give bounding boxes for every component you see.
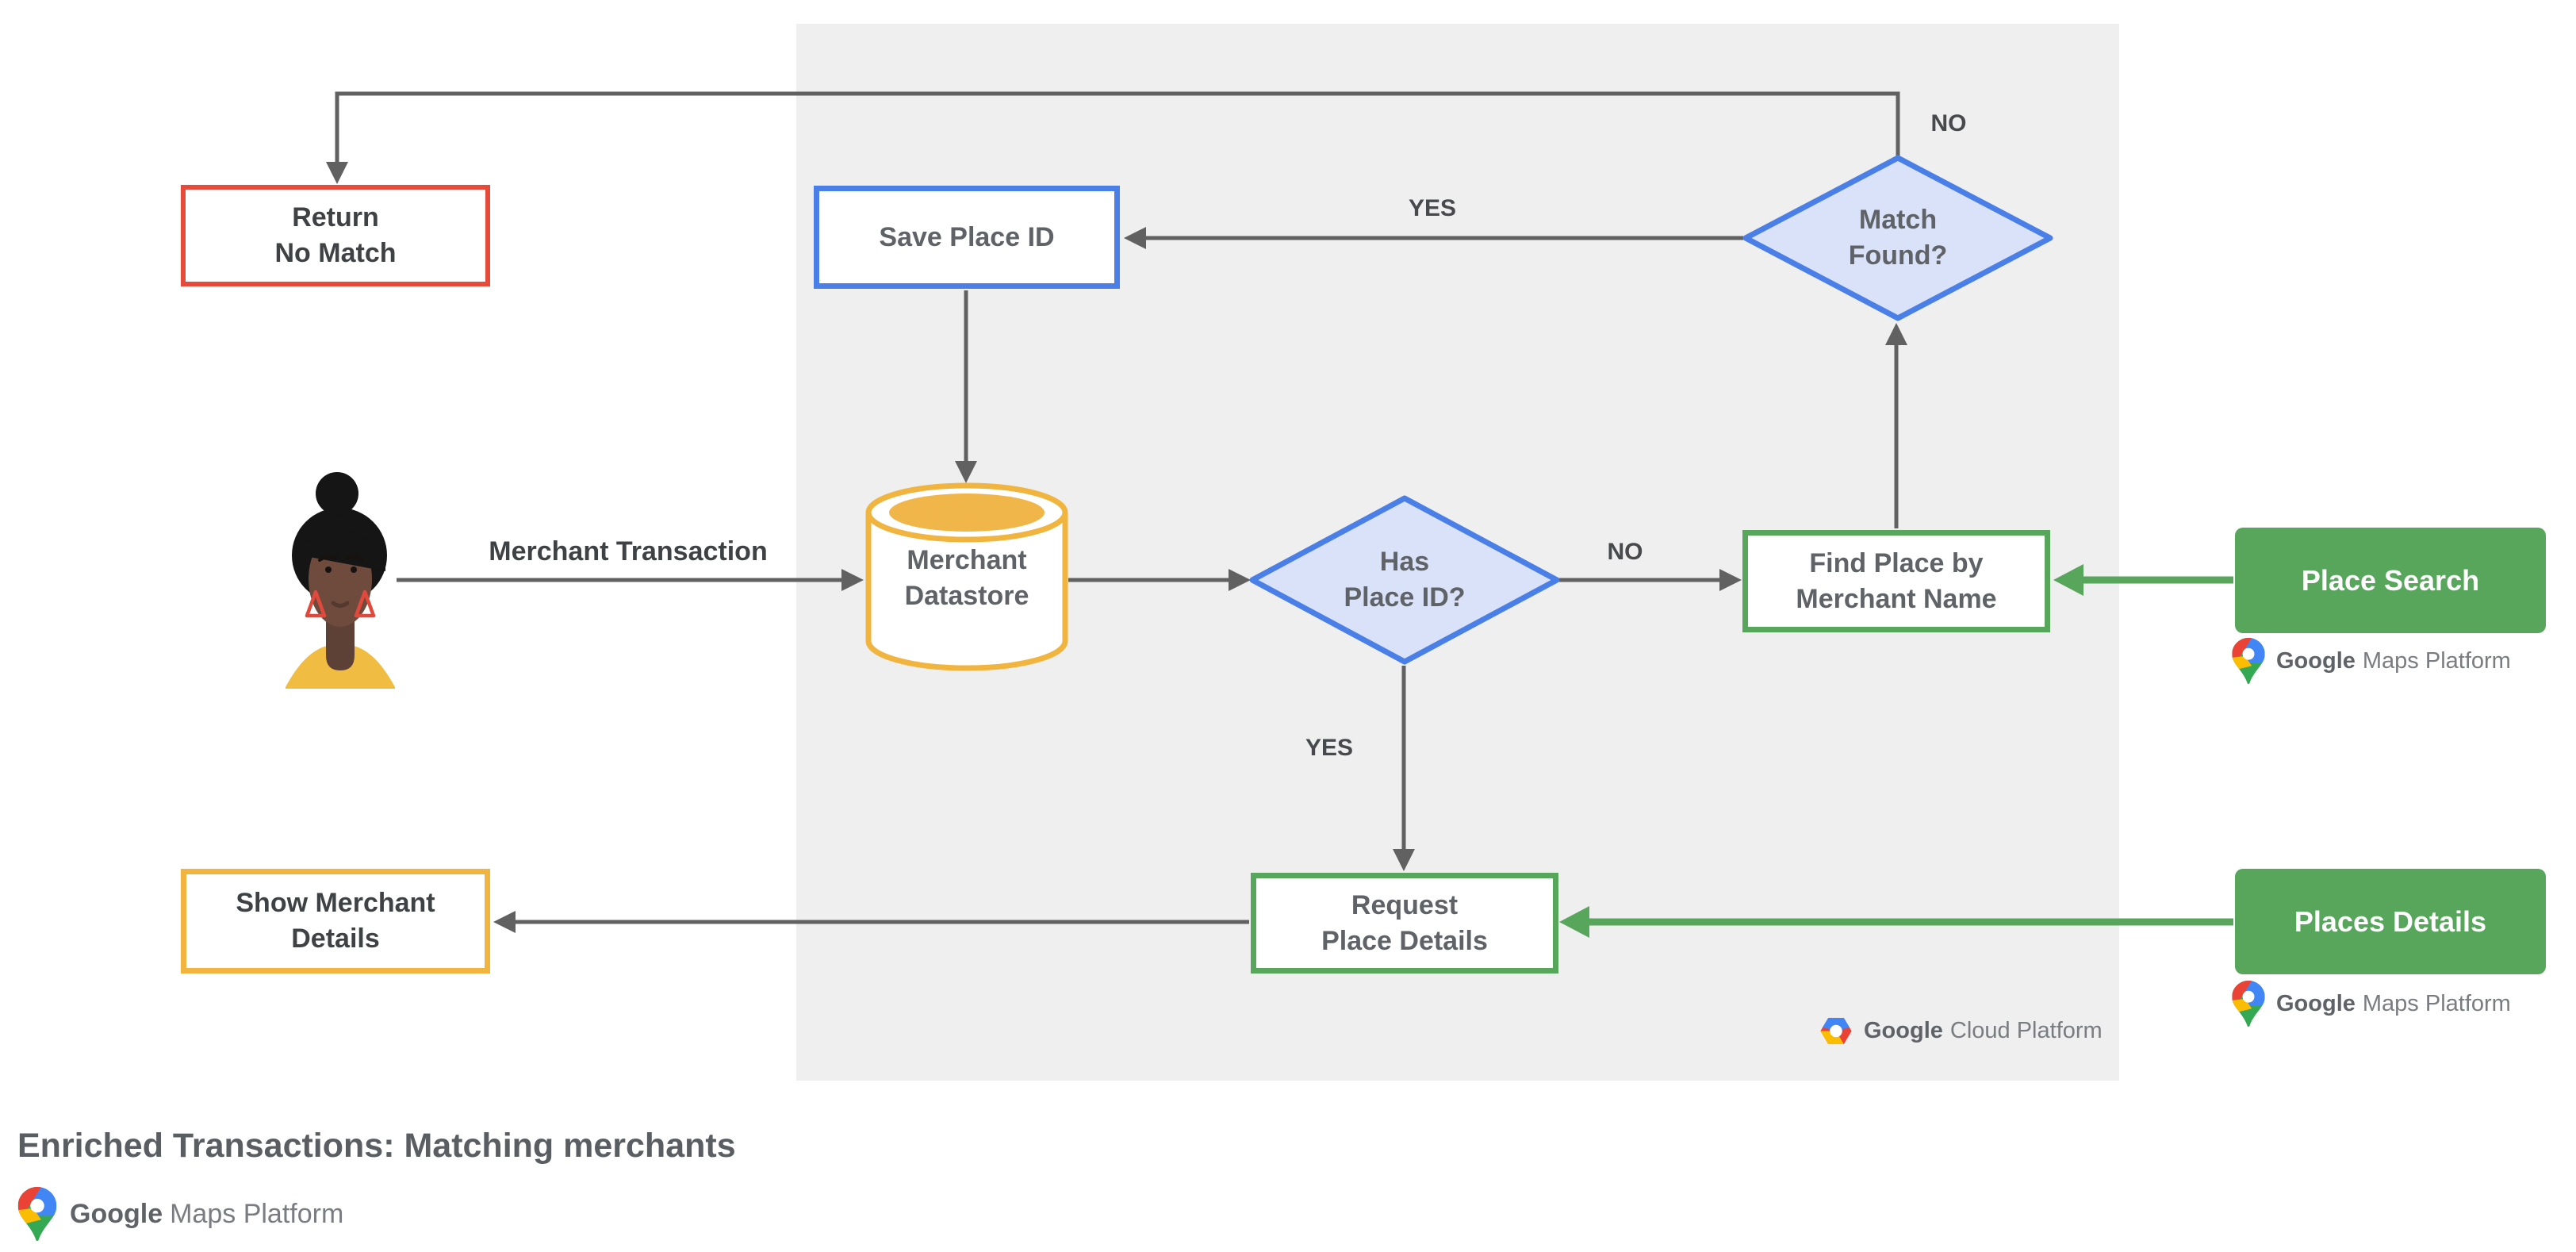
- has-place-id-no-label: NO: [1607, 539, 1643, 565]
- arrowhead-into-return-no-match: [326, 162, 348, 184]
- merchant-datastore-label: Merchant Datastore: [904, 545, 1029, 611]
- maps-pin-icon: [2232, 638, 2265, 684]
- match-found-yes-label: YES: [1408, 195, 1457, 221]
- diamond-shape: [1249, 495, 1560, 665]
- match-found-no-label: NO: [1930, 110, 1967, 136]
- person-icon: [286, 472, 395, 689]
- diagram-title: Enriched Transactions: Matching merchant…: [17, 1127, 736, 1165]
- arrowhead-into-show-merchant: [493, 911, 516, 933]
- database-cylinder-icon: [865, 482, 1068, 671]
- match-found-label: Match Found?: [1848, 205, 1948, 271]
- user-avatar: [281, 467, 400, 689]
- gcp-hexagon-icon: [1820, 1017, 1852, 1045]
- diamond-shape: [1742, 155, 2053, 321]
- merchant-transaction-label: Merchant Transaction: [489, 536, 768, 566]
- has-place-id-label: Has Place ID?: [1344, 547, 1466, 613]
- return-no-match-node: Return No Match: [181, 185, 490, 286]
- request-place-details-node: Request Place Details: [1251, 873, 1558, 974]
- has-place-id-decision: Has Place ID?: [1248, 494, 1561, 666]
- show-merchant-details-node: Show Merchant Details: [181, 869, 490, 974]
- maps-pin-icon: [17, 1187, 57, 1241]
- find-place-by-merchant-name-node: Find Place by Merchant Name: [1742, 530, 2050, 632]
- match-found-decision: Match Found?: [1742, 154, 2054, 322]
- place-search-api-node: Place Search: [2235, 528, 2546, 633]
- places-details-api-node: Places Details: [2235, 869, 2546, 974]
- has-place-id-yes-label: YES: [1305, 735, 1354, 761]
- maps-pin-icon: [2232, 981, 2265, 1027]
- save-place-id-node: Save Place ID: [814, 186, 1120, 289]
- merchant-datastore-node: Merchant Datastore: [864, 481, 1069, 673]
